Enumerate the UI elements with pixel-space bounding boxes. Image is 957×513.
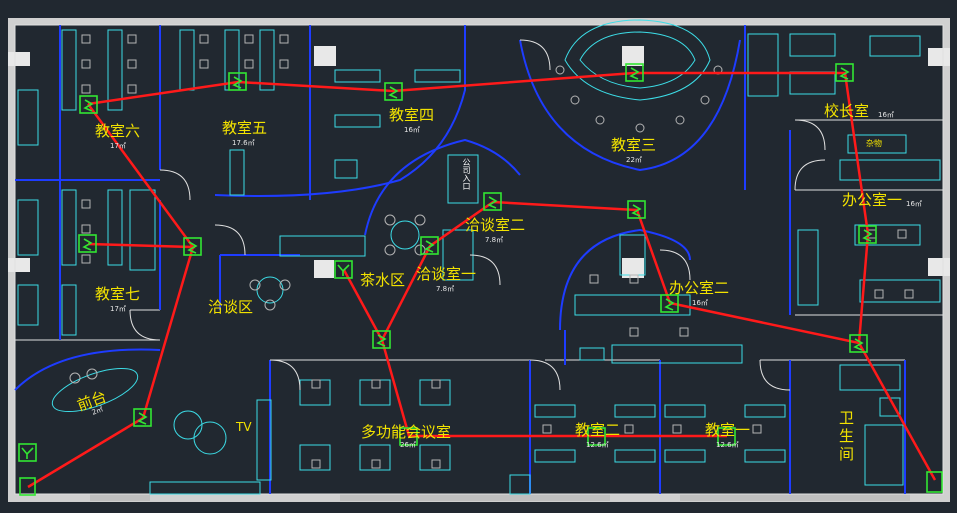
node-talk2: [483, 192, 502, 211]
chairs: [69, 34, 914, 469]
node-hub-west: [183, 237, 202, 256]
doors: [129, 39, 826, 391]
node-class2: [587, 427, 606, 446]
label-office2: 办公室二: [669, 279, 730, 297]
partitions: [14, 25, 906, 494]
label-class2: 教室二: [575, 421, 621, 439]
node-corridor-centre: [372, 330, 391, 349]
label-talk1: 洽谈室一: [416, 265, 477, 283]
network-cable-branch-meeting: [380, 339, 727, 438]
label-office1: 办公室一: [842, 191, 903, 209]
label-principal: 校长室: [824, 102, 870, 120]
area-class1: 12.6㎡: [716, 441, 739, 449]
network-nodes: [18, 63, 943, 496]
label-class1: 教室一: [705, 421, 751, 439]
area-meeting: 26㎡: [400, 441, 416, 449]
node-tea: [334, 260, 353, 279]
area-room6: 17㎡: [110, 142, 126, 150]
area-talk1: 7.8㎡: [436, 285, 455, 293]
label-room7: 教室七: [95, 285, 141, 303]
node-entrance: [18, 443, 37, 496]
label-tea: 茶水区: [360, 271, 406, 289]
label-talk2: 洽谈室二: [465, 216, 526, 234]
label-room3: 教室三: [611, 136, 657, 154]
node-corridor-north: [627, 200, 646, 219]
label-tv: TV: [236, 420, 252, 434]
node-reception: [133, 408, 152, 427]
label-room6: 教室六: [95, 122, 141, 140]
node-room4: [384, 82, 403, 101]
node-room5: [228, 72, 247, 91]
node-talk1: [420, 236, 439, 255]
area-room7: 17㎡: [110, 305, 126, 313]
node-room3: [625, 63, 644, 82]
label-room5: 教室五: [222, 119, 268, 137]
area-room4: 16㎡: [404, 126, 420, 134]
label-meeting: 多功能会议室: [361, 423, 452, 441]
network-cable-branch-toilet: [857, 342, 937, 481]
label-talk-area: 洽谈区: [208, 298, 254, 316]
node-toilet: [926, 471, 943, 493]
area-talk2: 7.8㎡: [485, 236, 504, 244]
label-room4: 教室四: [389, 106, 435, 124]
outer-walls: [8, 18, 950, 502]
node-class1: [717, 427, 736, 446]
area-room5: 17.6㎡: [232, 139, 255, 147]
area-office1: 16㎡: [906, 200, 922, 208]
area-room3: 22㎡: [626, 156, 642, 164]
node-room7: [78, 234, 97, 253]
network-cable-branch-south: [27, 246, 195, 489]
area-office2: 16㎡: [692, 299, 708, 307]
node-corridor-east: [849, 334, 868, 353]
node-office1: [858, 225, 877, 244]
node-meeting: [399, 427, 418, 446]
label-entrance-sign: 公司入口: [462, 158, 471, 190]
wall-outlines: [14, 24, 944, 495]
node-principal: [835, 63, 854, 82]
node-room6: [79, 95, 98, 114]
node-office2: [660, 294, 679, 313]
network-cable-route: [87, 71, 870, 345]
area-class2: 12.6㎡: [586, 441, 609, 449]
area-principal: 16㎡: [878, 111, 894, 119]
label-toilet: 卫生间: [837, 410, 855, 464]
furniture: [17, 19, 941, 495]
label-cabinet: 杂物: [866, 139, 882, 148]
